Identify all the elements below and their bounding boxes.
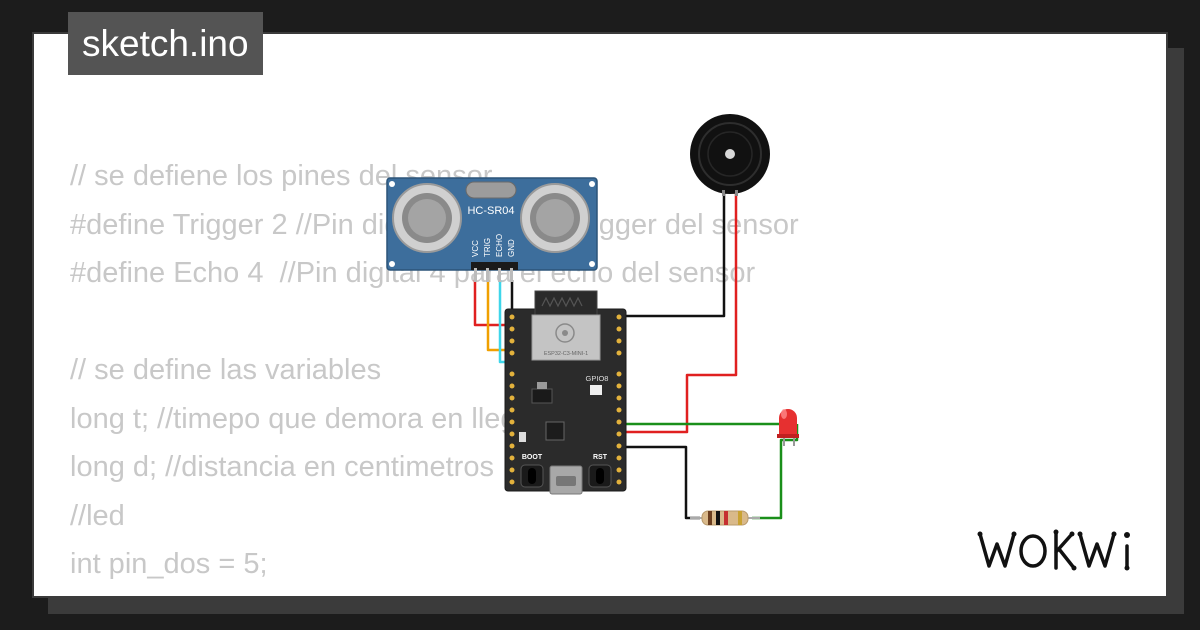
code-line-9: int pin_dos = 5; bbox=[70, 548, 268, 580]
sensor-transducer-left bbox=[392, 183, 462, 253]
sensor-transducer-right bbox=[520, 183, 590, 253]
board-chip bbox=[545, 421, 565, 441]
board-antenna bbox=[534, 290, 598, 318]
wire-resistor-black bbox=[618, 445, 700, 520]
board-module-label: ESP32-C3-MINI-1 bbox=[544, 351, 588, 357]
code-line-7: long d; //distancia en centimetros bbox=[70, 451, 494, 483]
wire-vcc-red bbox=[473, 280, 510, 327]
esp32-board[interactable]: ESP32-C3-MINI-1 GPIO8 BOOT RST bbox=[504, 290, 627, 495]
board-module bbox=[531, 314, 601, 361]
sensor-pin-header bbox=[471, 262, 518, 282]
code-line-5: // se define las variables bbox=[70, 354, 382, 386]
pin-label-gnd: GND bbox=[507, 239, 516, 257]
board-boot-label: BOOT bbox=[522, 454, 543, 461]
ultrasonic-sensor[interactable]: HC-SR04 VCC TRIG ECHO GND bbox=[386, 177, 598, 282]
code-line-1: // se defiene los pines del sensor bbox=[70, 160, 493, 192]
pin-label-trig: TRIG bbox=[483, 238, 492, 257]
file-title: sketch.ino bbox=[68, 12, 263, 75]
sensor-crystal bbox=[465, 181, 517, 199]
board-rst-label: RST bbox=[593, 454, 608, 461]
buzzer[interactable] bbox=[690, 114, 770, 196]
board-regulator bbox=[531, 388, 553, 404]
wire-trig-orange bbox=[486, 280, 512, 352]
wire-resistor-green bbox=[752, 424, 799, 520]
code-line-8: //led bbox=[70, 499, 125, 532]
sensor-pin-labels: VCC TRIG ECHO GND bbox=[471, 234, 516, 257]
pin-label-echo: ECHO bbox=[495, 234, 504, 257]
red-led[interactable] bbox=[777, 409, 799, 446]
board-gpio-label: GPIO8 bbox=[586, 374, 609, 383]
sensor-model-label: HC-SR04 bbox=[467, 205, 514, 217]
pin-label-vcc: VCC bbox=[471, 240, 480, 257]
wire-led-green bbox=[618, 422, 786, 437]
wire-buzzer-red bbox=[618, 192, 738, 434]
board-led bbox=[590, 385, 602, 395]
wokwi-logo bbox=[977, 529, 1130, 571]
resistor[interactable] bbox=[690, 510, 760, 526]
board-pins-left bbox=[509, 314, 515, 485]
board-pins-right bbox=[616, 314, 622, 485]
